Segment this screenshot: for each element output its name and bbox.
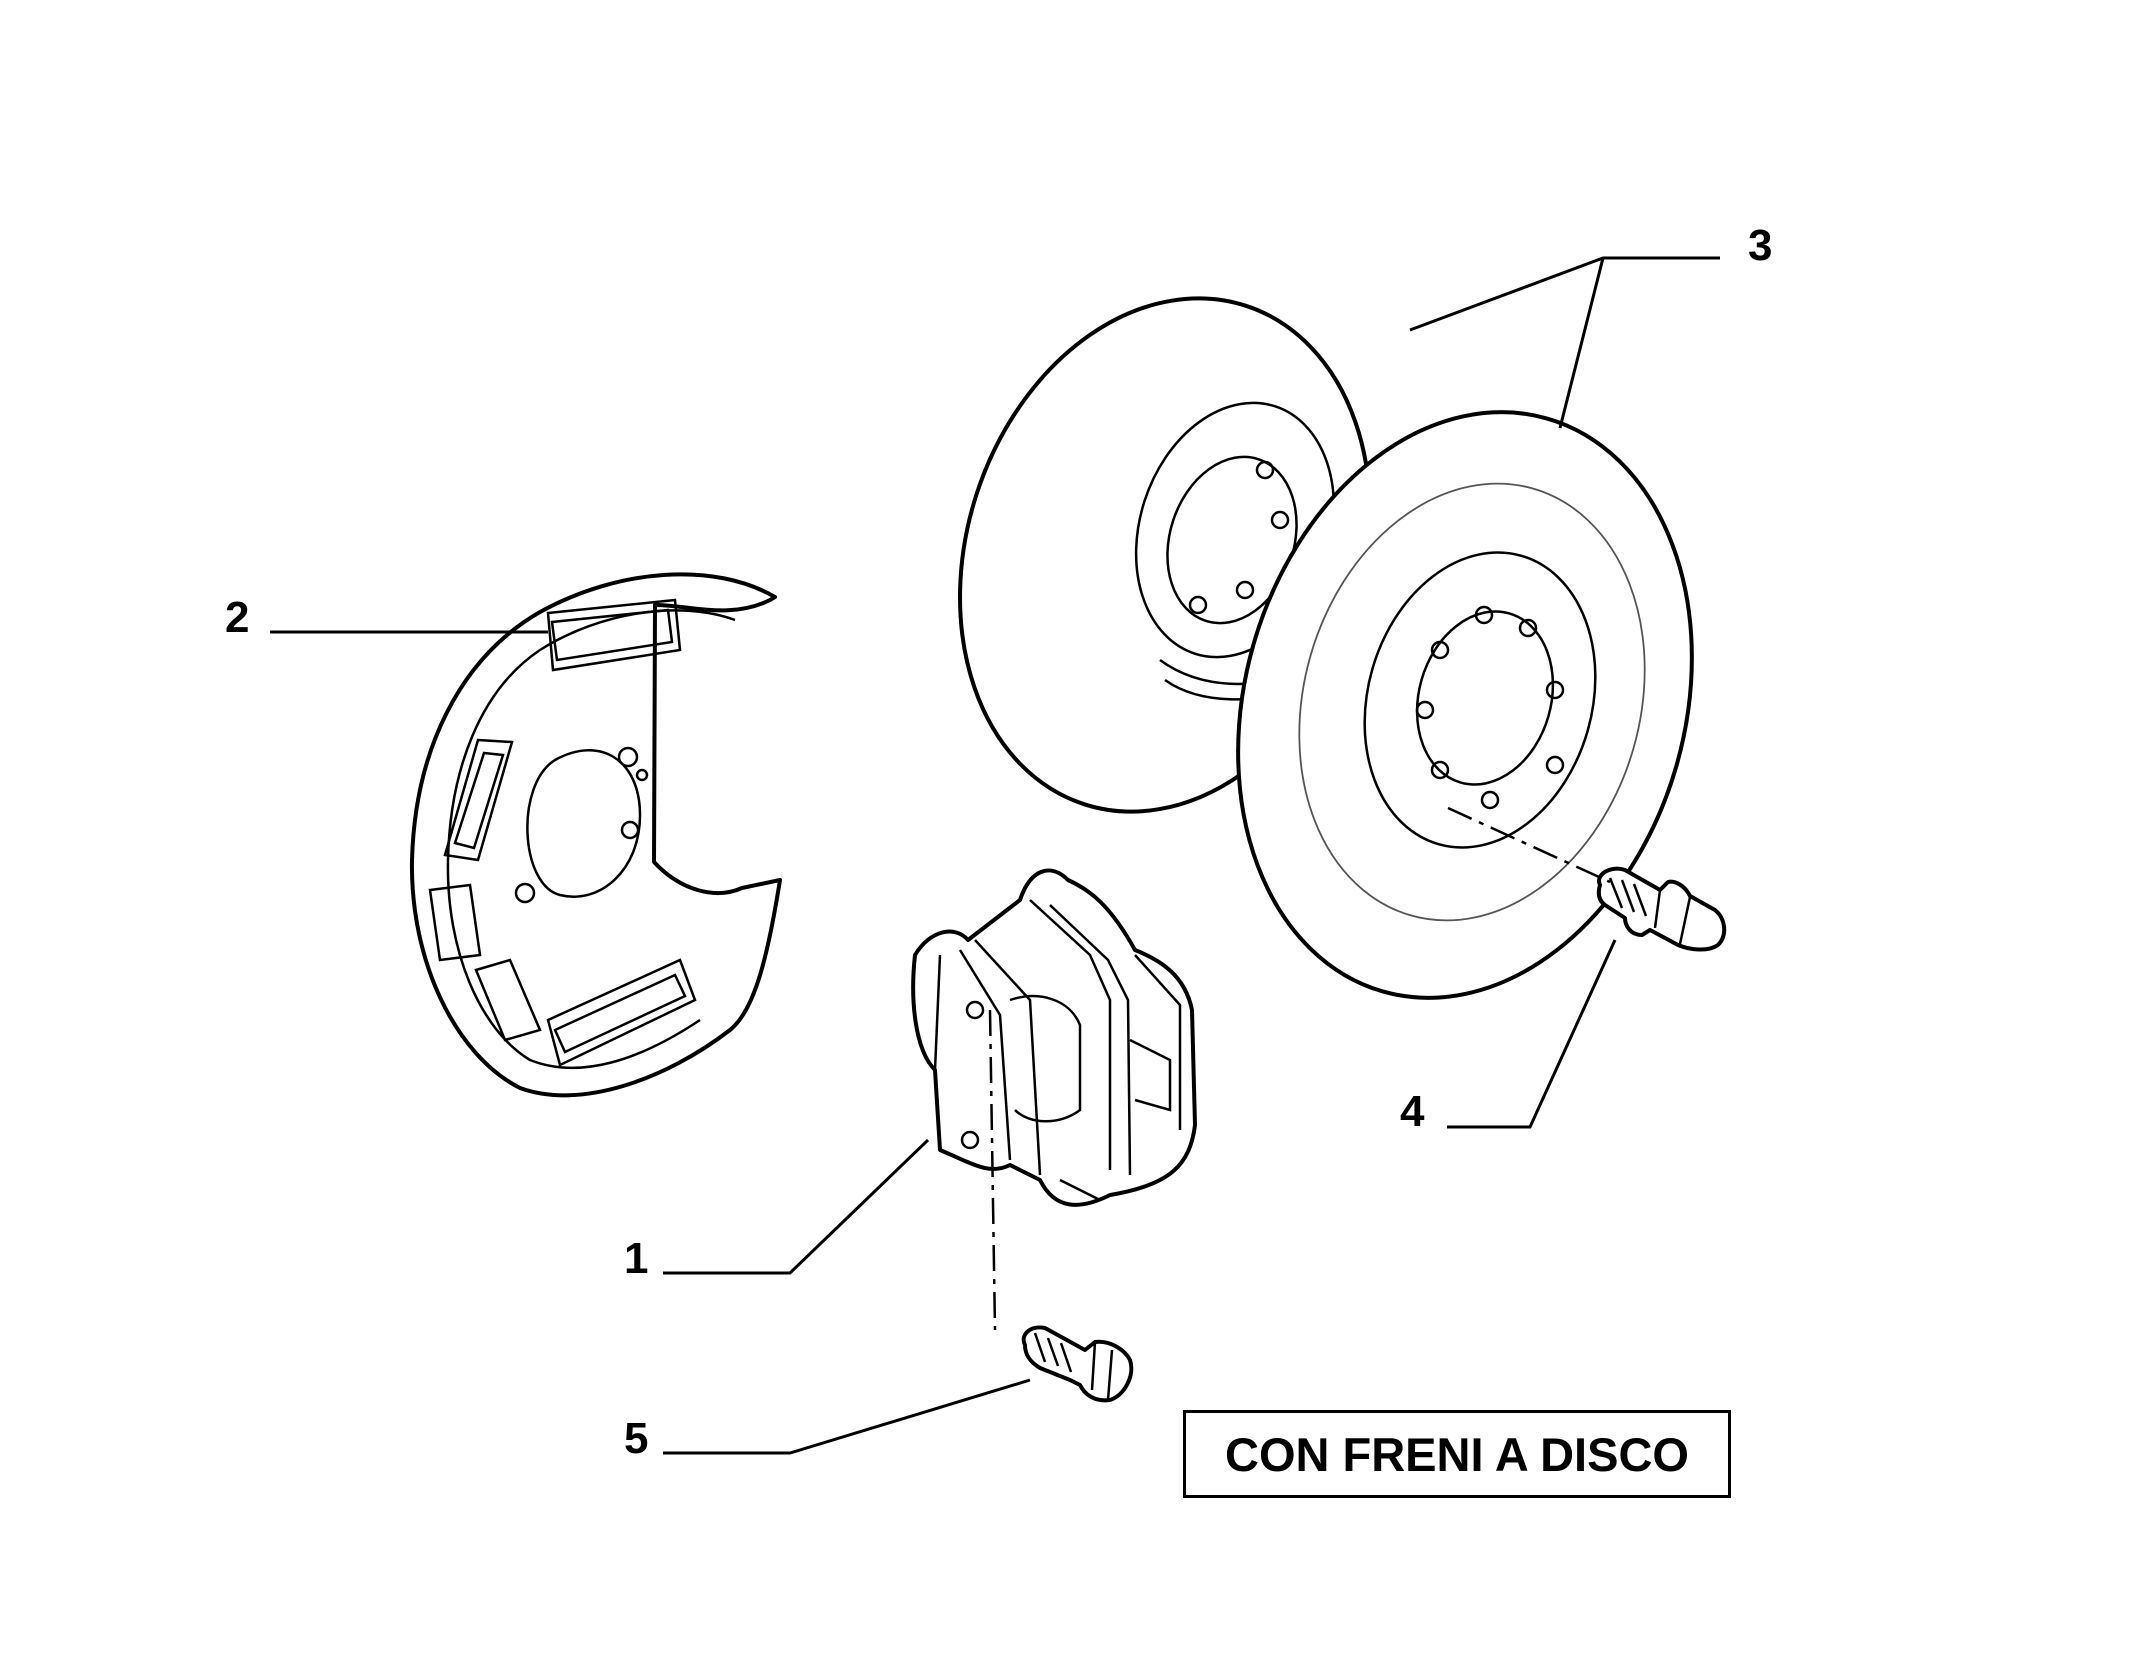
- leader-line-1: [663, 1138, 930, 1275]
- leader-line-4: [1447, 939, 1617, 1129]
- callout-5: 5: [624, 1414, 649, 1463]
- brake-caliper-part[interactable]: [911, 868, 1197, 1207]
- brake-discs-part[interactable]: [896, 245, 1759, 1052]
- leader-line-3: [1409, 256, 1720, 429]
- caliper-bolt-part[interactable]: [1021, 1325, 1134, 1403]
- callout-2: 2: [225, 593, 250, 642]
- callout-3: 3: [1748, 221, 1773, 270]
- variant-note-box: CON FRENI A DISCO: [1183, 1410, 1731, 1498]
- stud-centre-line: [1447, 806, 1611, 884]
- dust-shield-part[interactable]: [409, 572, 782, 1098]
- bolt-centre-line: [988, 1009, 997, 1331]
- leader-line-5: [663, 1378, 1031, 1455]
- wheel-stud-part[interactable]: [1596, 866, 1727, 952]
- variant-note-text: CON FRENI A DISCO: [1225, 1427, 1689, 1481]
- callout-1: 1: [624, 1234, 649, 1283]
- callout-4: 4: [1400, 1087, 1425, 1136]
